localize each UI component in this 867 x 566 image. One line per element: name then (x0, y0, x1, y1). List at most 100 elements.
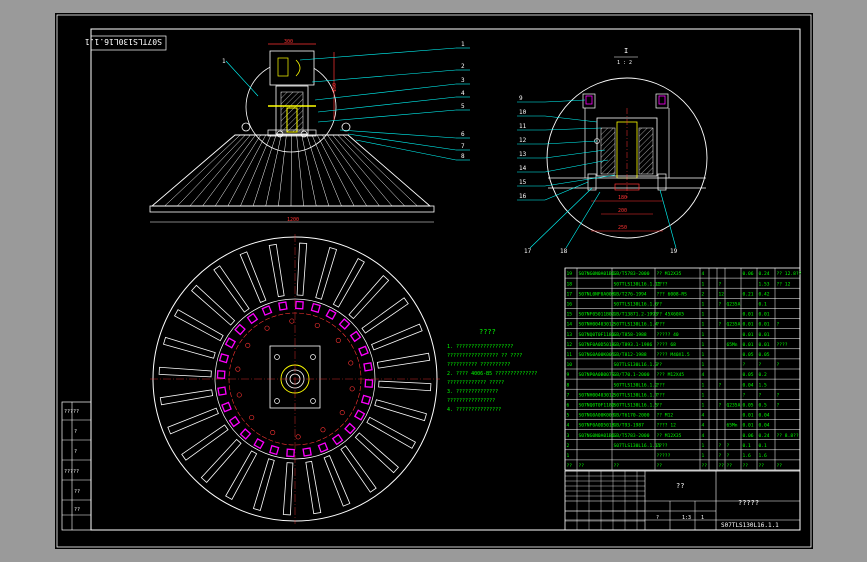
bom-cell: 1.6 (743, 453, 752, 459)
detail-callout-number: 19 (670, 248, 678, 255)
detail-callout-leader (659, 189, 677, 249)
bom-cell: ?? (727, 463, 733, 469)
bom-cell: 0.24 (759, 271, 770, 277)
strip-text-4: ?? (74, 489, 80, 495)
cone-line (227, 134, 267, 207)
bom-cell: S07NQ0T0F1180 (579, 403, 615, 409)
mirrored-title-text: S07TLS130L16.1.1 (85, 37, 162, 46)
cone-line (214, 134, 261, 207)
tuft-hole (278, 301, 288, 311)
note-line-4: ????????????? ????? (447, 380, 504, 386)
bom-cell: ? (719, 382, 722, 388)
bom-cell: ?? M12 (657, 413, 674, 419)
bom-cell: 0.01 (743, 332, 754, 338)
bolt-left (241, 122, 251, 132)
bom-cell: 0.05 (743, 403, 754, 409)
callout-number: 2 (461, 63, 465, 70)
bom-cell: 1 (702, 362, 705, 368)
hub-bolt-1 (274, 354, 280, 360)
tuft-hole (363, 362, 373, 372)
bolt-hole (349, 386, 355, 392)
bom-cell: 0.01 (743, 413, 754, 419)
bristle-tuft (323, 455, 351, 507)
bom-cell: 1 (702, 382, 705, 388)
tb-weight: ? (656, 515, 659, 521)
cone-line (306, 134, 330, 207)
detail-bracket-right (655, 93, 669, 109)
detail-dim-3-text: 250 (618, 225, 627, 231)
shaft-section (286, 107, 298, 133)
bom-cell: 1.5 (759, 382, 768, 388)
bom-cell: ?? (657, 403, 663, 409)
bom-cell: ? (727, 443, 730, 449)
bom-cell: ? (727, 453, 730, 459)
detail-callout-number: 12 (519, 137, 527, 144)
bom-cell: 4 (702, 433, 705, 439)
bom-cell: ???? (657, 443, 668, 449)
bom-cell: Q235A (727, 403, 741, 409)
bom-cell: 12 (567, 342, 573, 348)
bom-cell: S07TLS130L16.1.7 (614, 392, 658, 398)
bom-cell: 13 (567, 332, 573, 338)
detail-callout-number: 9 (519, 95, 523, 102)
bolt-hole (314, 322, 320, 328)
bom-cell: ? (719, 443, 722, 449)
technical-notes: ???? 1. ??????????????????? ????????????… (447, 328, 537, 413)
cone-line (189, 134, 251, 207)
bristle-tuft (225, 450, 258, 501)
bom-cell: ??? (657, 392, 666, 398)
mirrored-title-box: S07TLS130L16.1.1 (85, 35, 167, 51)
bom-cell: 0.21 (743, 291, 754, 297)
detail-dim-2-text: 200 (618, 208, 627, 214)
dim-flange-text: 1200 (287, 217, 299, 223)
bom-cell: ? (759, 392, 762, 398)
bom-cell: S07TLS130L16.1.12 (614, 281, 661, 287)
bristle-tuft (158, 366, 212, 378)
bom-cell: 7 (567, 392, 570, 398)
bom-cell: ?? (614, 463, 620, 469)
bom-cell: ? (719, 281, 722, 287)
callout-leader (299, 47, 457, 61)
bearing-block (275, 85, 309, 135)
bristle-tuft (354, 432, 399, 474)
cone-line (177, 134, 246, 207)
cone-line (327, 134, 380, 207)
tuft-hole (269, 444, 280, 456)
bom-cell: ? (719, 322, 722, 328)
cone-line (278, 134, 287, 207)
bom-cell: 0.01 (743, 423, 754, 429)
tuft-hole (246, 312, 259, 325)
strip-text-1: ? (74, 429, 77, 435)
bom-cell: ? (777, 392, 780, 398)
bom-cell: S07NQ0T0F1180 (579, 332, 615, 338)
cone-line (252, 134, 277, 207)
bristle-tuft (371, 323, 423, 351)
detail-callout-leader (544, 159, 609, 173)
bolt-hole (235, 366, 241, 372)
bom-cell: ?? (759, 463, 765, 469)
bom-cell: ?? 45X60X5 (657, 312, 685, 318)
callout-leader (317, 96, 457, 113)
detail-bolt-left (585, 95, 593, 105)
bom-cell: ?? (743, 463, 749, 469)
bearing-section (280, 91, 304, 133)
bom-cell: 6 (567, 403, 570, 409)
bom-cell: ?? (567, 463, 573, 469)
bom-cell: 0.2 (759, 372, 768, 378)
bom-cell: ???? 68 (657, 342, 677, 348)
bom-cell: 1 (702, 322, 705, 328)
tuft-hole (218, 353, 230, 364)
tb-sheet: 1 (701, 515, 704, 521)
bom-cell: 1 (702, 443, 705, 449)
bom-cell: 0.24 (759, 433, 770, 439)
strip-text-0: ????? (64, 409, 79, 415)
bom-cell: GB/T70.1-2000 (614, 372, 650, 378)
bom-cell: 0.5 (759, 403, 768, 409)
bom-cell: S07NP0A0B007S (579, 372, 615, 378)
tb-title: ????? (738, 499, 759, 507)
bom-cell: S07NG0N0A01B6 (579, 433, 615, 439)
bom-cell: 0.05 (759, 352, 770, 358)
cone-line (151, 134, 236, 207)
